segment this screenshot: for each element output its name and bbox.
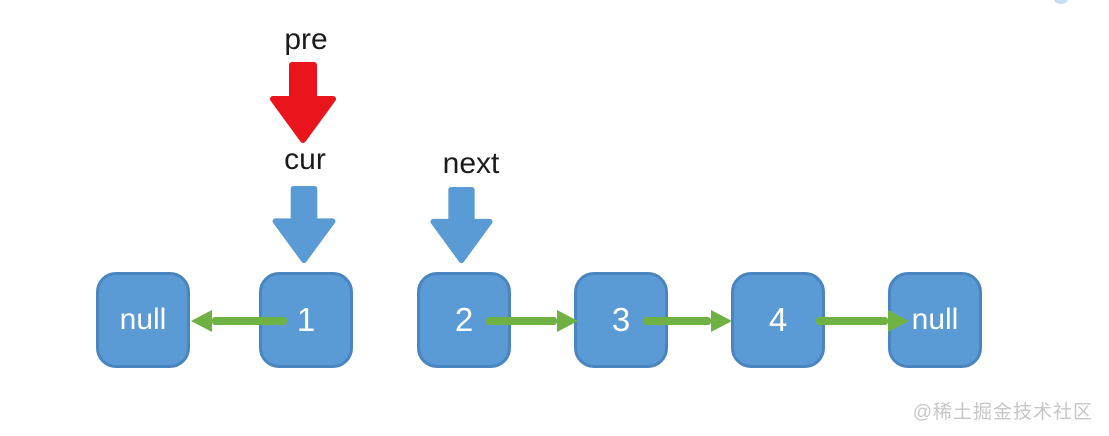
next-down-arrow-icon — [430, 186, 493, 264]
edge-arrow-3-to-4 — [643, 309, 732, 332]
arrowhead-left-icon — [191, 309, 212, 332]
node-label: 2 — [454, 301, 474, 338]
pointer-label-cur: cur — [284, 143, 326, 176]
node-label: 4 — [768, 301, 788, 338]
pointer-label-next: next — [442, 147, 500, 180]
node-null-tail: null — [888, 272, 982, 368]
node-label: null — [119, 303, 167, 336]
watermark-text: @稀土掘金技术社区 — [912, 402, 1093, 423]
node-null-head: null — [96, 272, 190, 368]
arrow-shaft — [816, 316, 888, 325]
edge-arrow-2-to-3 — [486, 309, 578, 332]
arrow-shaft — [212, 316, 287, 325]
node-label: null — [911, 303, 959, 336]
node-label: 3 — [611, 301, 631, 338]
edge-arrow-4-to-null — [816, 309, 909, 332]
node-label: 1 — [296, 301, 316, 338]
arrow-shaft — [643, 316, 711, 325]
arrow-shaft — [486, 316, 557, 325]
node-4: 4 — [731, 272, 825, 368]
cur-down-arrow-icon — [272, 185, 336, 264]
pointer-label-pre: pre — [284, 23, 328, 56]
arrowhead-right-icon — [711, 309, 732, 332]
pre-down-arrow-icon — [270, 62, 336, 143]
arrowhead-right-icon — [888, 309, 909, 332]
arrowhead-right-icon — [557, 309, 578, 332]
edge-arrow-1-to-null — [191, 309, 287, 332]
cropped-blue-artifact — [1054, 0, 1068, 4]
